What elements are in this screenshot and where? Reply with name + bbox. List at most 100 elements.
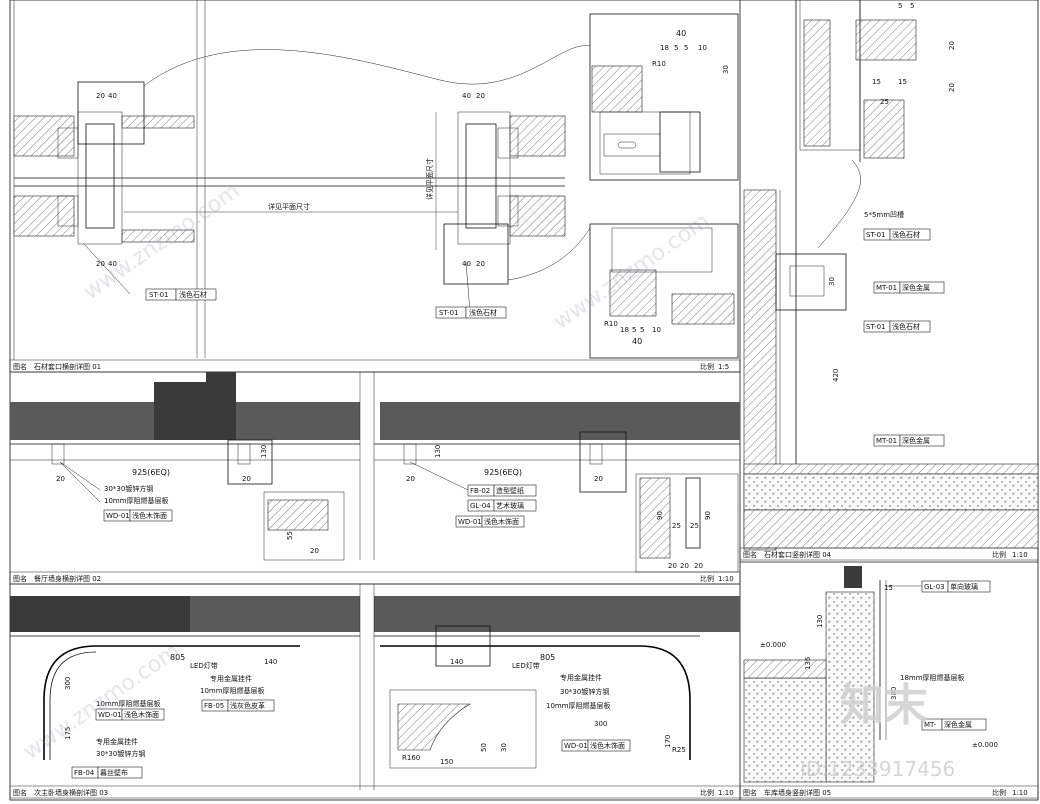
dim-130-a: 130: [260, 445, 268, 458]
dim-150: 150: [440, 758, 453, 766]
tag-metal-p04b: 深色金属: [902, 436, 930, 445]
panel-05-garage-wall-vertical: 130 380 135 15 ±0.000 ±0.000 GL-03 单向玻璃 …: [739, 566, 1039, 799]
tag-st01-p04a: ST-01: [866, 231, 886, 239]
dim-20-b: 20: [96, 260, 105, 268]
note-steel-b: 30*30镀锌方钢: [560, 687, 609, 696]
panel-02-dining-wall-horizontal: 925(6EQ) 925(6EQ) 130 130 20 20 20 20 30…: [9, 372, 741, 585]
note-board18: 18mm厚阻燃基层板: [900, 673, 965, 682]
dim-805-b: 805: [540, 653, 555, 662]
dim-50: 50: [480, 743, 488, 752]
p03-title: 次主卧墙身横剖详图 03: [34, 788, 108, 797]
p01-scale-label: 比例: [700, 362, 714, 371]
dim-5-p04a: 5: [898, 2, 902, 10]
tag-gl03: GL-03: [924, 583, 945, 591]
tag-st01-p01a: ST-01: [149, 291, 169, 299]
p03-scale-label: 比例: [700, 788, 714, 797]
dim-40-c: 40: [462, 92, 471, 100]
dim-inset-10-b: 10: [652, 326, 661, 334]
dim-40-a: 40: [108, 92, 117, 100]
p05-name-prefix: 图名: [743, 788, 757, 797]
watermark-site-a: www.znzmo.com: [79, 179, 244, 305]
radius-inset-b: R10: [604, 320, 618, 328]
dim-20-i: 20: [310, 547, 319, 555]
dim-20-j: 20: [668, 562, 677, 570]
tag-wood-p02a: 浅色木饰面: [132, 511, 167, 520]
tag-mt01-p04a: MT-01: [876, 284, 897, 292]
dim-inset-30-a: 30: [722, 65, 730, 74]
tag-wd01-p03a: WD-01: [98, 711, 122, 719]
dim-175: 175: [64, 727, 72, 740]
dim-25-p04: 25: [880, 98, 889, 106]
p02-scale: 1:10: [718, 575, 734, 583]
p03-name-prefix: 图名: [13, 788, 27, 797]
note-board-p02: 10mm厚阻燃基层板: [104, 496, 169, 505]
note-led-a: LED灯带: [190, 661, 218, 670]
dim-130-p05: 130: [816, 615, 824, 628]
tag-wallcloth: 暮丝壁布: [100, 768, 128, 777]
panel-04-stone-frame-vertical: 5 5 20 20 15 15 25 30 420 5*5mm凹槽 ST-01 …: [739, 0, 1039, 561]
panel-01-stone-frame-horizontal: 20 40 20 40 40 20 40 20 详见平面尺寸 详见平面尺寸 ST…: [9, 0, 741, 373]
dim-25-b: 25: [690, 522, 699, 530]
watermark-id: ID:1233917456: [800, 757, 955, 781]
tag-one-way-glass: 单向玻璃: [950, 582, 978, 591]
tag-wood-p02b: 浅色木饰面: [484, 517, 519, 526]
dim-170: 170: [664, 735, 672, 748]
tag-mt-p05: MT-: [924, 721, 937, 729]
tag-wd01-p02b: WD-01: [458, 518, 482, 526]
dim-40-d: 40: [462, 260, 471, 268]
tag-wallpaper: 造型壁纸: [496, 486, 524, 495]
note-steel-p02: 30*30镀锌方钢: [104, 484, 153, 493]
tag-wd01-p03b: WD-01: [564, 742, 588, 750]
dim-20-h: 20: [594, 475, 603, 483]
dim-inset-5-c: 5: [632, 326, 636, 334]
dim-130-b: 130: [434, 445, 442, 458]
note-board-a: 10mm厚阻燃基层板: [200, 686, 265, 695]
tag-metal-p05: 深色金属: [944, 720, 972, 729]
tag-st01-p01b: ST-01: [439, 309, 459, 317]
p04-scale-label: 比例: [992, 550, 1006, 559]
plan-dim-note-h: 详见平面尺寸: [268, 202, 310, 211]
radius-160: R160: [402, 754, 420, 762]
dim-380: 380: [890, 687, 898, 700]
p01-title: 石材套口横剖详图 01: [34, 362, 101, 371]
note-hanger-c: 专用金属挂件: [96, 737, 138, 746]
radius-inset-a: R10: [652, 60, 666, 68]
dim-135: 135: [804, 657, 812, 670]
tag-wd01-p02a: WD-01: [106, 512, 130, 520]
dim-20-k: 20: [680, 562, 689, 570]
tag-fb02: FB-02: [470, 487, 490, 495]
dim-140-b: 140: [450, 658, 463, 666]
dim-inset-5-d: 5: [640, 326, 644, 334]
p03-scale: 1:10: [718, 789, 734, 797]
tag-stone-p04b: 浅色石材: [892, 322, 920, 331]
p04-scale: 1:10: [1012, 551, 1028, 559]
plan-dim-note-v: 详见平面尺寸: [425, 158, 434, 200]
tag-gl04: GL-04: [470, 502, 491, 510]
dim-20-g: 20: [406, 475, 415, 483]
dim-40-b: 40: [108, 260, 117, 268]
dim-55: 55: [286, 531, 294, 540]
p02-scale-label: 比例: [700, 574, 714, 583]
p05-scale: 1:10: [1012, 789, 1028, 797]
dim-20-c: 20: [476, 92, 485, 100]
dim-300-b: 300: [64, 677, 72, 690]
tag-wood-p03b: 浅色木饰面: [590, 741, 625, 750]
dim-90-a: 90: [656, 511, 664, 520]
dim-20-p04a: 20: [948, 41, 956, 50]
tag-metal-p04a: 深色金属: [902, 283, 930, 292]
dim-inset-5-b: 5: [684, 44, 688, 52]
tag-leather: 浅灰色皮革: [230, 701, 265, 710]
dim-925-b: 925(6EQ): [484, 468, 522, 477]
dim-20-d: 20: [476, 260, 485, 268]
dim-90-b: 90: [704, 511, 712, 520]
note-hanger-b: 专用金属挂件: [560, 673, 602, 682]
note-led-b: LED灯带: [512, 661, 540, 670]
note-steel-c: 30*30镀锌方钢: [96, 749, 145, 758]
dim-inset-40-b: 40: [632, 337, 642, 346]
panel-03-bedroom-wall-horizontal: 805 805 140 140 LED灯带 LED灯带 专用金属挂件 10mm厚…: [9, 584, 741, 799]
note-board-b: 10mm厚阻燃基层板: [546, 701, 611, 710]
p04-title: 石材套口竖剖详图 04: [764, 550, 832, 559]
dim-inset-40-a: 40: [676, 29, 686, 38]
dim-30-p04: 30: [828, 277, 836, 286]
